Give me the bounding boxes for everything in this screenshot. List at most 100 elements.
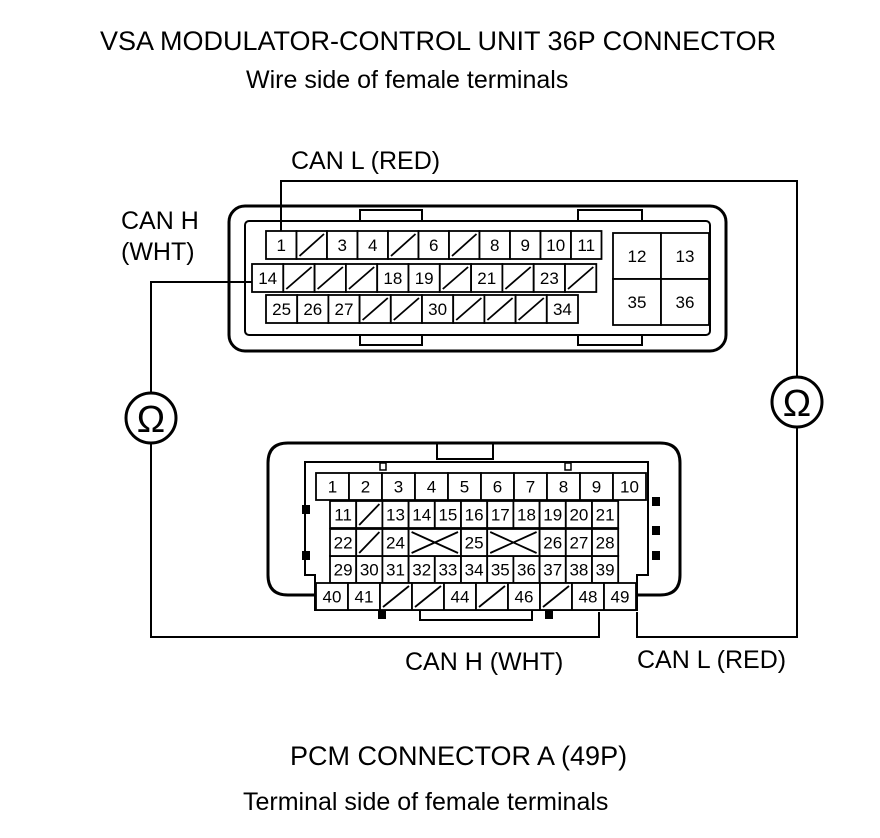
vsa-terminal-unused	[282, 263, 316, 293]
vsa-terminal-unused	[295, 230, 328, 260]
svg-text:26: 26	[303, 300, 322, 319]
svg-text:9: 9	[521, 236, 530, 255]
vsa-terminal: 1	[265, 230, 298, 260]
svg-text:2: 2	[361, 478, 370, 497]
pcm-blocked-cavity	[407, 528, 462, 557]
svg-text:38: 38	[569, 561, 588, 580]
svg-text:24: 24	[386, 534, 405, 553]
pcm-connector-key	[379, 462, 387, 471]
svg-text:26: 26	[543, 534, 562, 553]
svg-text:14: 14	[412, 506, 431, 525]
vsa-terminal: 19	[407, 263, 441, 293]
vsa-terminal: 21	[470, 263, 504, 293]
vsa-terminal-unused	[313, 263, 347, 293]
svg-text:36: 36	[676, 293, 695, 312]
svg-text:30: 30	[360, 561, 379, 580]
svg-text:33: 33	[438, 561, 457, 580]
vsa-terminal-unused	[501, 263, 535, 293]
pcm-terminal: 4	[414, 472, 449, 501]
pcm-terminal: 7	[513, 472, 548, 501]
svg-text:21: 21	[477, 269, 496, 288]
svg-text:16: 16	[465, 506, 484, 525]
svg-text:15: 15	[438, 506, 457, 525]
pcm-connector-housing	[266, 441, 682, 597]
svg-text:8: 8	[559, 478, 568, 497]
svg-text:34: 34	[465, 561, 484, 580]
vsa-terminal: 6	[417, 230, 450, 260]
svg-text:7: 7	[526, 478, 535, 497]
vsa-connector-bottom-latch	[359, 334, 423, 346]
svg-text:10: 10	[620, 478, 639, 497]
svg-text:3: 3	[394, 478, 403, 497]
can-h-wire-lower	[150, 443, 600, 638]
vsa-connector-top-latch-right	[577, 209, 643, 222]
vsa-connector-title: VSA MODULATOR-CONTROL UNIT 36P CONNECTOR	[100, 26, 777, 56]
pcm-terminal: 28	[591, 528, 620, 557]
svg-text:19: 19	[543, 506, 562, 525]
svg-text:13: 13	[676, 247, 695, 266]
can-h-wire-upper	[150, 281, 255, 393]
vsa-terminal: 8	[478, 230, 511, 260]
ohmmeter-right-symbol: Ω	[783, 383, 811, 425]
svg-text:36: 36	[517, 561, 536, 580]
pcm-terminal: 5	[447, 472, 482, 501]
vsa-terminal-unused	[358, 294, 392, 324]
can-l-wire-lower	[636, 427, 798, 638]
pcm-terminal: 17	[486, 500, 515, 529]
pcm-housing-notch	[652, 551, 660, 560]
pcm-terminal: 9	[579, 472, 614, 501]
pcm-terminal: 39	[591, 555, 620, 584]
pcm-terminal: 25	[460, 528, 489, 557]
pcm-terminal: 6	[480, 472, 515, 501]
svg-text:4: 4	[427, 478, 436, 497]
vsa-terminal: 12	[612, 232, 662, 280]
vsa-can-h-label-wire-color: (WHT)	[121, 238, 195, 266]
pcm-terminal: 10	[612, 472, 647, 501]
svg-text:18: 18	[383, 269, 402, 288]
pcm-connector-key-right	[564, 462, 572, 471]
pcm-terminal: 30	[355, 555, 384, 584]
svg-text:13: 13	[386, 506, 405, 525]
pcm-housing-notch	[378, 611, 386, 619]
svg-text:19: 19	[415, 269, 434, 288]
vsa-connector-inner-frame	[244, 220, 711, 336]
vsa-terminal: 34	[545, 294, 579, 324]
pcm-terminal: 33	[433, 555, 462, 584]
vsa-terminal-unused	[564, 263, 598, 293]
pcm-terminal: 16	[460, 500, 489, 529]
vsa-terminal: 3	[326, 230, 359, 260]
pcm-terminal-unused	[411, 582, 445, 611]
pcm-terminal: 41	[347, 582, 381, 611]
vsa-terminal: 35	[612, 278, 662, 326]
vsa-connector-housing	[227, 204, 728, 353]
svg-text:40: 40	[323, 588, 342, 607]
can-l-wire-upper	[280, 180, 798, 377]
pcm-terminal: 36	[512, 555, 541, 584]
pcm-housing-notch	[545, 611, 553, 619]
vsa-terminal-unused	[448, 230, 481, 260]
svg-text:8: 8	[490, 236, 499, 255]
pcm-terminal: 37	[538, 555, 567, 584]
vsa-can-h-label: CAN H	[121, 207, 199, 235]
pcm-terminal: 14	[407, 500, 436, 529]
vsa-terminal: 27	[327, 294, 361, 324]
pcm-terminal: 26	[538, 528, 567, 557]
svg-text:34: 34	[553, 300, 572, 319]
vsa-terminal: 14	[251, 263, 285, 293]
pcm-terminal: 15	[433, 500, 462, 529]
svg-text:46: 46	[515, 588, 534, 607]
vsa-can-l-label: CAN L (RED)	[291, 147, 441, 175]
pcm-connector-subtitle: Terminal side of female terminals	[243, 788, 609, 816]
pcm-housing-notch	[652, 497, 660, 506]
pcm-terminal: 35	[486, 555, 515, 584]
vsa-terminal: 23	[532, 263, 566, 293]
svg-text:30: 30	[428, 300, 447, 319]
pcm-housing-notch	[302, 505, 310, 514]
pcm-terminal-unused	[539, 582, 573, 611]
pcm-terminal: 2	[348, 472, 383, 501]
svg-text:23: 23	[540, 269, 559, 288]
vsa-terminal: 30	[421, 294, 455, 324]
